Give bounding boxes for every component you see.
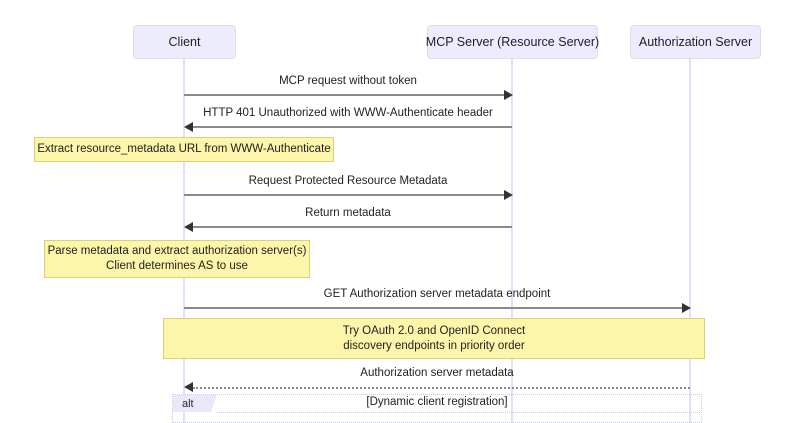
note-line-1: Extract resource_metadata URL from WWW-A… — [37, 143, 331, 155]
participant-client-label: Client — [168, 35, 201, 49]
participant-mcp-server-label: MCP Server (Resource Server) — [425, 35, 600, 49]
arrowhead-left-icon — [184, 222, 193, 232]
note-line-1: Try OAuth 2.0 and OpenID Connect — [342, 324, 526, 337]
message-label-mcp-request-without-token: MCP request without token — [279, 75, 417, 87]
participant-mcp-server[interactable]: MCP Server (Resource Server) — [425, 25, 600, 59]
arrowhead-left-icon — [184, 122, 193, 132]
message-line-return-metadata — [193, 226, 512, 228]
participant-authorization-server-label: Authorization Server — [638, 35, 753, 49]
participant-authorization-server[interactable]: Authorization Server — [630, 25, 761, 59]
message-label-http-401-unauthorized: HTTP 401 Unauthorized with WWW-Authentic… — [203, 107, 493, 119]
arrowhead-right-icon — [682, 303, 691, 313]
note-line-2: discovery endpoints in priority order — [343, 339, 525, 352]
fragment-alt-tab[interactable]: alt — [173, 395, 217, 412]
arrowhead-right-icon — [504, 190, 513, 200]
message-line-request-protected-resource-metadata — [184, 194, 504, 196]
arrowhead-right-icon — [504, 90, 513, 100]
fragment-alt-condition: [Dynamic client registration] — [366, 396, 508, 408]
note-line-2: Client determines AS to use — [106, 260, 248, 272]
message-label-return-metadata: Return metadata — [305, 207, 391, 219]
message-line-authorization-server-metadata — [193, 387, 690, 389]
note-parse-metadata-extract-authorization-server: Parse metadata and extract authorization… — [44, 240, 310, 278]
message-line-mcp-request-without-token — [184, 94, 504, 96]
note-line-1: Parse metadata and extract authorization… — [47, 245, 307, 257]
participant-client[interactable]: Client — [133, 25, 236, 59]
message-line-get-authorization-server-metadata-endpoint — [184, 307, 682, 309]
fragment-alt-tab-label: alt — [182, 397, 194, 410]
arrowhead-left-icon — [184, 382, 193, 392]
lifeline-mcp-server — [511, 59, 513, 423]
message-label-request-protected-resource-metadata: Request Protected Resource Metadata — [248, 175, 448, 187]
message-label-get-authorization-server-metadata-endpoint: GET Authorization server metadata endpoi… — [323, 288, 551, 300]
note-try-oauth-openid-discovery: Try OAuth 2.0 and OpenID Connect discove… — [163, 318, 705, 359]
note-extract-resource-metadata-url: Extract resource_metadata URL from WWW-A… — [34, 137, 334, 162]
lifeline-authorization-server — [689, 59, 691, 423]
message-label-authorization-server-metadata: Authorization server metadata — [360, 367, 514, 379]
message-line-http-401-unauthorized — [193, 126, 512, 128]
fragment-alt-divider — [217, 412, 702, 413]
